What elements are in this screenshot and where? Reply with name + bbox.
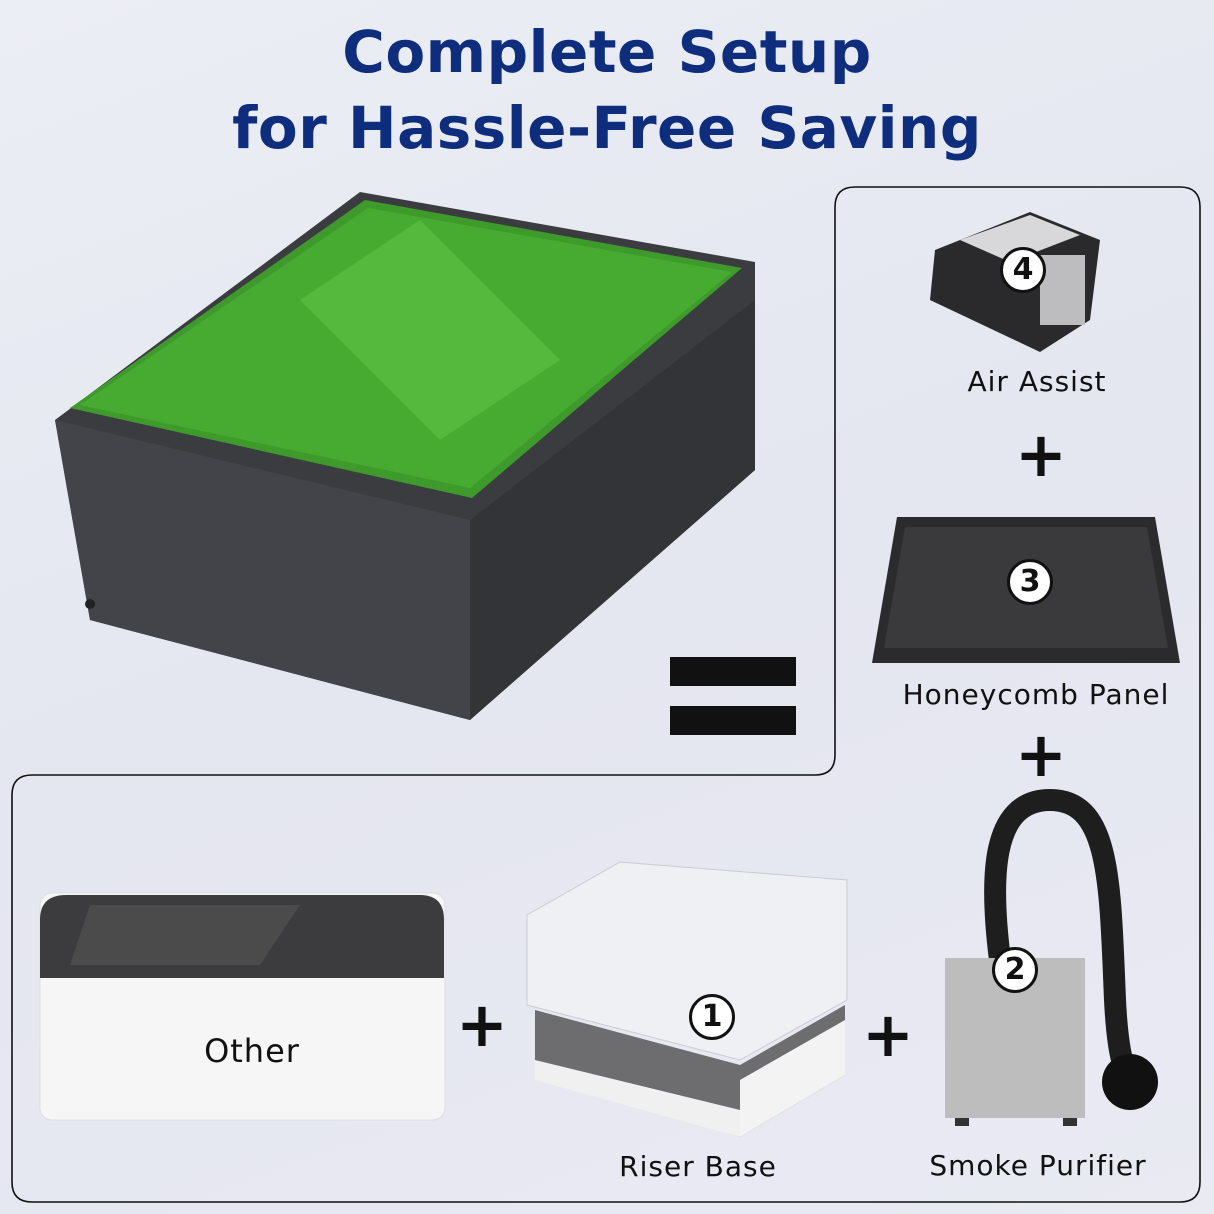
plus-sign: + <box>1015 718 1067 791</box>
riser-base-image <box>526 861 848 1137</box>
headline-line-1: Complete Setup <box>342 18 872 86</box>
smoke-purifier-image <box>945 788 1158 1126</box>
label-other: Other <box>204 1032 300 1070</box>
badge-2: 2 <box>992 947 1038 993</box>
panel-outline <box>11 186 1201 1203</box>
plus-sign: + <box>1015 418 1067 491</box>
label-air-assist: Air Assist <box>967 365 1107 398</box>
plus-sign: + <box>456 988 508 1061</box>
plus-sign: + <box>862 998 914 1071</box>
badge-3: 3 <box>1007 559 1053 605</box>
headline-line-2: for Hassle-Free Saving <box>232 94 982 162</box>
other-machine-image <box>39 892 446 1121</box>
equals-sign-top <box>670 657 796 686</box>
label-honeycomb-panel: Honeycomb Panel <box>902 678 1170 711</box>
label-smoke-purifier: Smoke Purifier <box>929 1149 1147 1182</box>
equals-sign-bottom <box>670 706 796 735</box>
badge-4: 4 <box>1000 247 1046 293</box>
label-riser-base: Riser Base <box>619 1150 777 1183</box>
badge-1: 1 <box>689 994 735 1040</box>
laser-machine-image <box>55 192 755 720</box>
